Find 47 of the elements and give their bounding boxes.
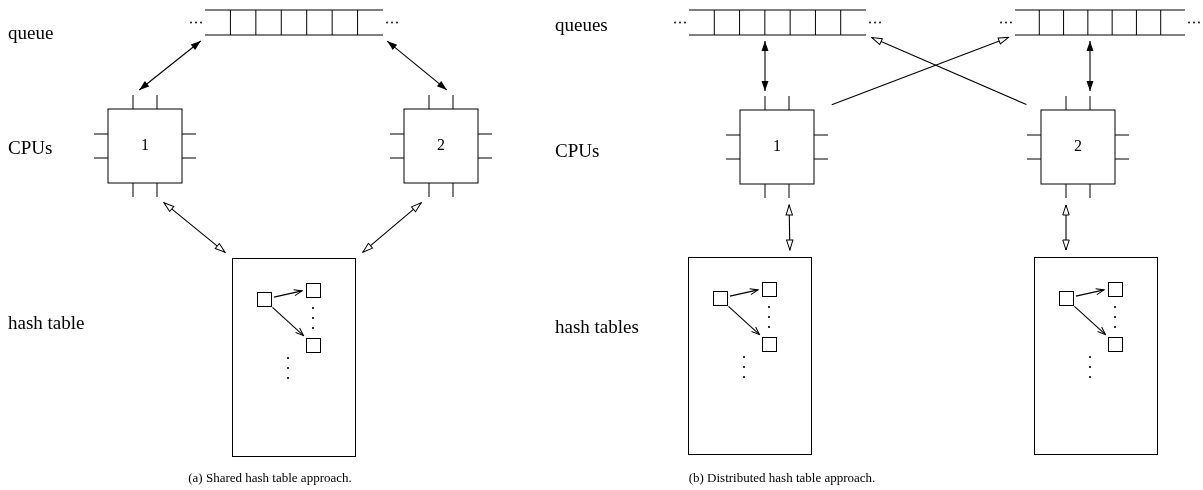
queue-drawing — [998, 9, 1202, 36]
hash-table-box — [232, 258, 356, 457]
queue-drawing — [188, 9, 400, 36]
arrow — [271, 306, 305, 337]
arrow — [727, 305, 761, 336]
entry-square — [306, 338, 321, 353]
chip-number: 2 — [436, 136, 446, 154]
row-label: hash tables — [555, 316, 639, 338]
arrow — [1075, 288, 1105, 297]
row-label: hash table — [8, 312, 85, 334]
figure-caption: (a) Shared hash table approach. — [188, 470, 352, 486]
entry-square — [713, 291, 728, 306]
entry-square — [1059, 291, 1074, 306]
chip-number: 2 — [1073, 137, 1083, 155]
hash-table-box — [688, 257, 812, 455]
cpu-chip — [390, 95, 492, 197]
arrow — [163, 202, 226, 253]
chip-number: 1 — [140, 136, 150, 154]
arrow — [273, 289, 303, 298]
chip-number: 1 — [772, 137, 782, 155]
row-label: CPUs — [555, 140, 600, 162]
arrow — [1062, 204, 1070, 251]
row-label: queues — [555, 14, 608, 36]
entry-square — [762, 337, 777, 352]
cpu-chip — [94, 95, 196, 197]
queue-drawing — [672, 9, 883, 36]
entry-square — [1108, 282, 1123, 297]
arrow — [871, 37, 1027, 106]
cpu-chip — [1027, 96, 1129, 198]
arrow — [1086, 40, 1094, 92]
arrow — [761, 40, 769, 92]
row-label: queue — [8, 22, 54, 44]
entry-square — [762, 282, 777, 297]
arrow — [138, 40, 202, 91]
arrow — [362, 202, 422, 253]
arrow — [831, 36, 1010, 106]
entry-square — [306, 283, 321, 298]
arrow — [785, 204, 794, 251]
row-label: CPUs — [8, 137, 53, 159]
cpu-chip — [726, 96, 828, 198]
hash-table-box — [1034, 257, 1158, 455]
entry-square — [257, 292, 272, 307]
entry-square — [1108, 337, 1123, 352]
arrow — [1073, 305, 1107, 336]
figure-caption: (b) Distributed hash table approach. — [688, 470, 876, 486]
arrow — [729, 288, 759, 297]
arrow — [386, 40, 448, 91]
